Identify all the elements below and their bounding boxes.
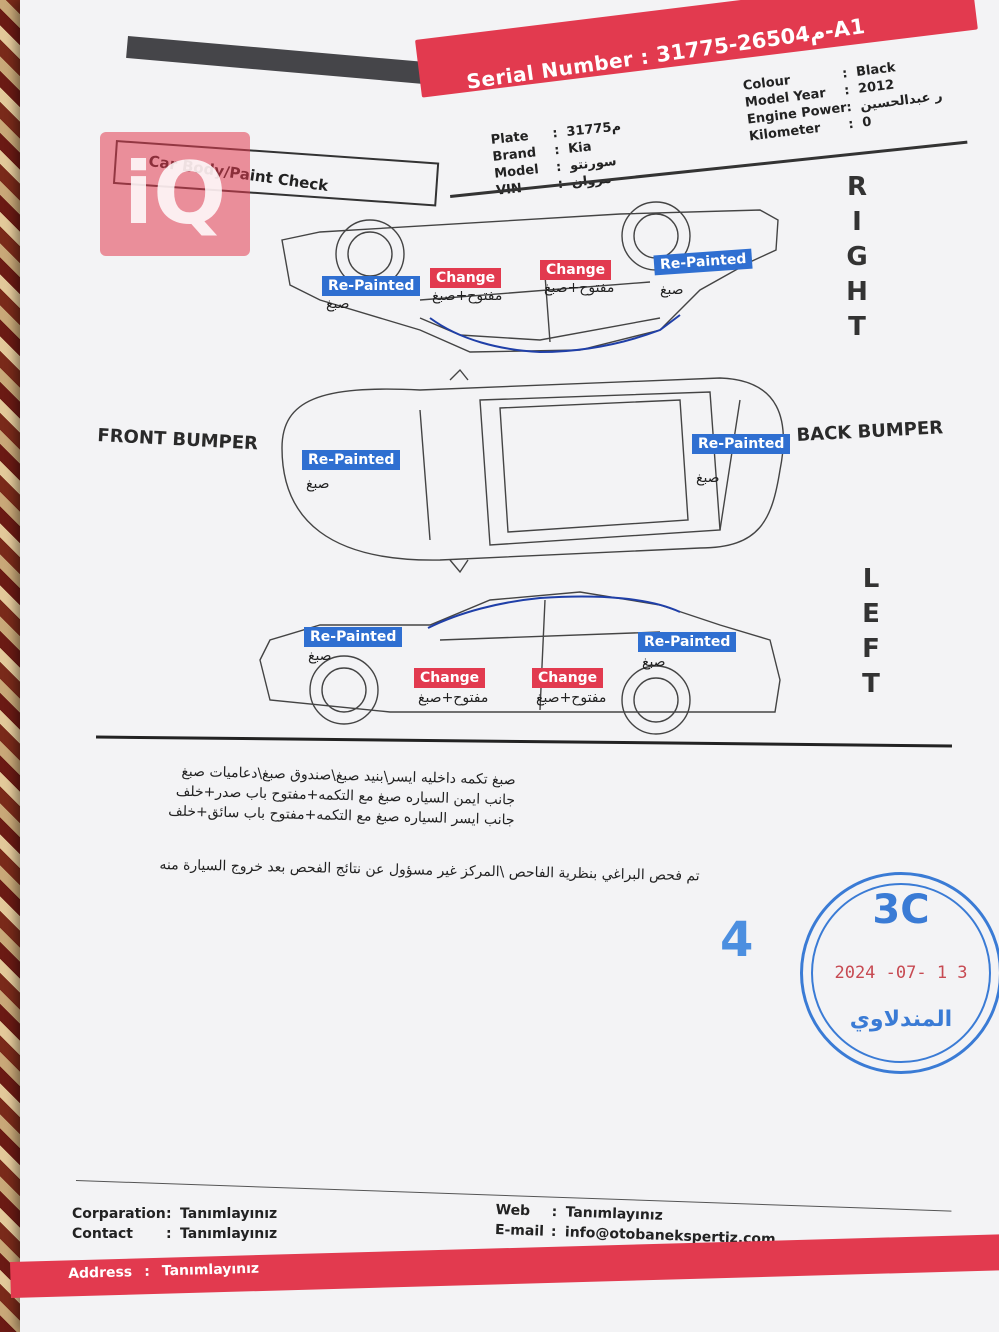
email-label: E-mail bbox=[494, 1221, 545, 1240]
car-left-body bbox=[259, 591, 781, 713]
ink-right-rear-door: مفتوح+صبغ bbox=[544, 280, 615, 296]
stamp-date: 2024 -07- 1 3 bbox=[834, 963, 968, 983]
tag-right-front-door: Change bbox=[430, 268, 502, 288]
car-top-body bbox=[281, 377, 785, 561]
tag-right-front-fender: Re-Painted bbox=[322, 276, 421, 296]
ink-right-front-fender: صبغ bbox=[326, 296, 350, 312]
contact-label: Contact bbox=[72, 1226, 133, 1242]
ink-mark-right bbox=[429, 314, 681, 354]
car-diagrams bbox=[259, 201, 785, 735]
tag-hood: Re-Painted bbox=[302, 450, 401, 470]
side-label-right: R I G H T bbox=[846, 172, 868, 342]
iq-logo: iQ bbox=[100, 132, 250, 256]
side-label-left: L E F T bbox=[862, 564, 880, 699]
tag-right-rear-door: Change bbox=[540, 260, 612, 280]
stamp-name: المندلاوي bbox=[849, 1007, 953, 1032]
inspection-stamp: 3C 2024 -07- 1 3 المندلاوي bbox=[800, 872, 999, 1074]
car-left-wheel-rear bbox=[621, 665, 691, 735]
tag-trunk: Re-Painted bbox=[692, 434, 791, 454]
tag-left-front-fender: Re-Painted bbox=[304, 627, 403, 647]
disclaimer: تم فحص البراغي بنظرية الفاحص \المركز غير… bbox=[159, 857, 700, 885]
footer-left: Corparation:Tanımlayınız Contact:Tanımla… bbox=[72, 1206, 278, 1242]
address-label: Address bbox=[68, 1264, 133, 1282]
ink-left-rear-fender: صبغ bbox=[642, 654, 666, 670]
contact-value: Tanımlayınız bbox=[180, 1226, 278, 1242]
handwritten-number: 4 bbox=[720, 912, 754, 968]
corporation-label: Corparation bbox=[72, 1206, 166, 1222]
inspection-report-page: Serial Number : م26504-31775-A1 Plate:م3… bbox=[10, 0, 999, 1332]
ink-right-front-door: مفتوح+صبغ bbox=[432, 288, 503, 304]
address-value: Tanımlayınız bbox=[161, 1260, 260, 1280]
stamp-code: 3C bbox=[872, 887, 930, 933]
tag-left-rear-fender: Re-Painted bbox=[638, 632, 737, 652]
ink-mark-left bbox=[427, 595, 681, 629]
web-label: Web bbox=[495, 1201, 531, 1220]
ink-left-front-fender: صبغ bbox=[308, 648, 332, 664]
corporation-value: Tanımlayınız bbox=[180, 1206, 278, 1222]
tag-left-rear-door: Change bbox=[532, 668, 604, 688]
ink-hood: صبغ bbox=[306, 476, 330, 492]
ink-right-rear-fender: صبغ bbox=[660, 282, 684, 298]
inspection-notes: صبغ تكمه داخليه ايسر\بنيد صبغ\صندوق صبغ\… bbox=[114, 760, 516, 830]
ink-left-front-door: مفتوح+صبغ bbox=[418, 690, 489, 706]
car-right-body bbox=[281, 209, 779, 353]
ink-left-rear-door: مفتوح+صبغ bbox=[536, 690, 607, 706]
tag-left-front-door: Change bbox=[414, 668, 486, 688]
car-left-wheel-front bbox=[309, 655, 379, 725]
ink-trunk: صبغ bbox=[696, 470, 720, 486]
